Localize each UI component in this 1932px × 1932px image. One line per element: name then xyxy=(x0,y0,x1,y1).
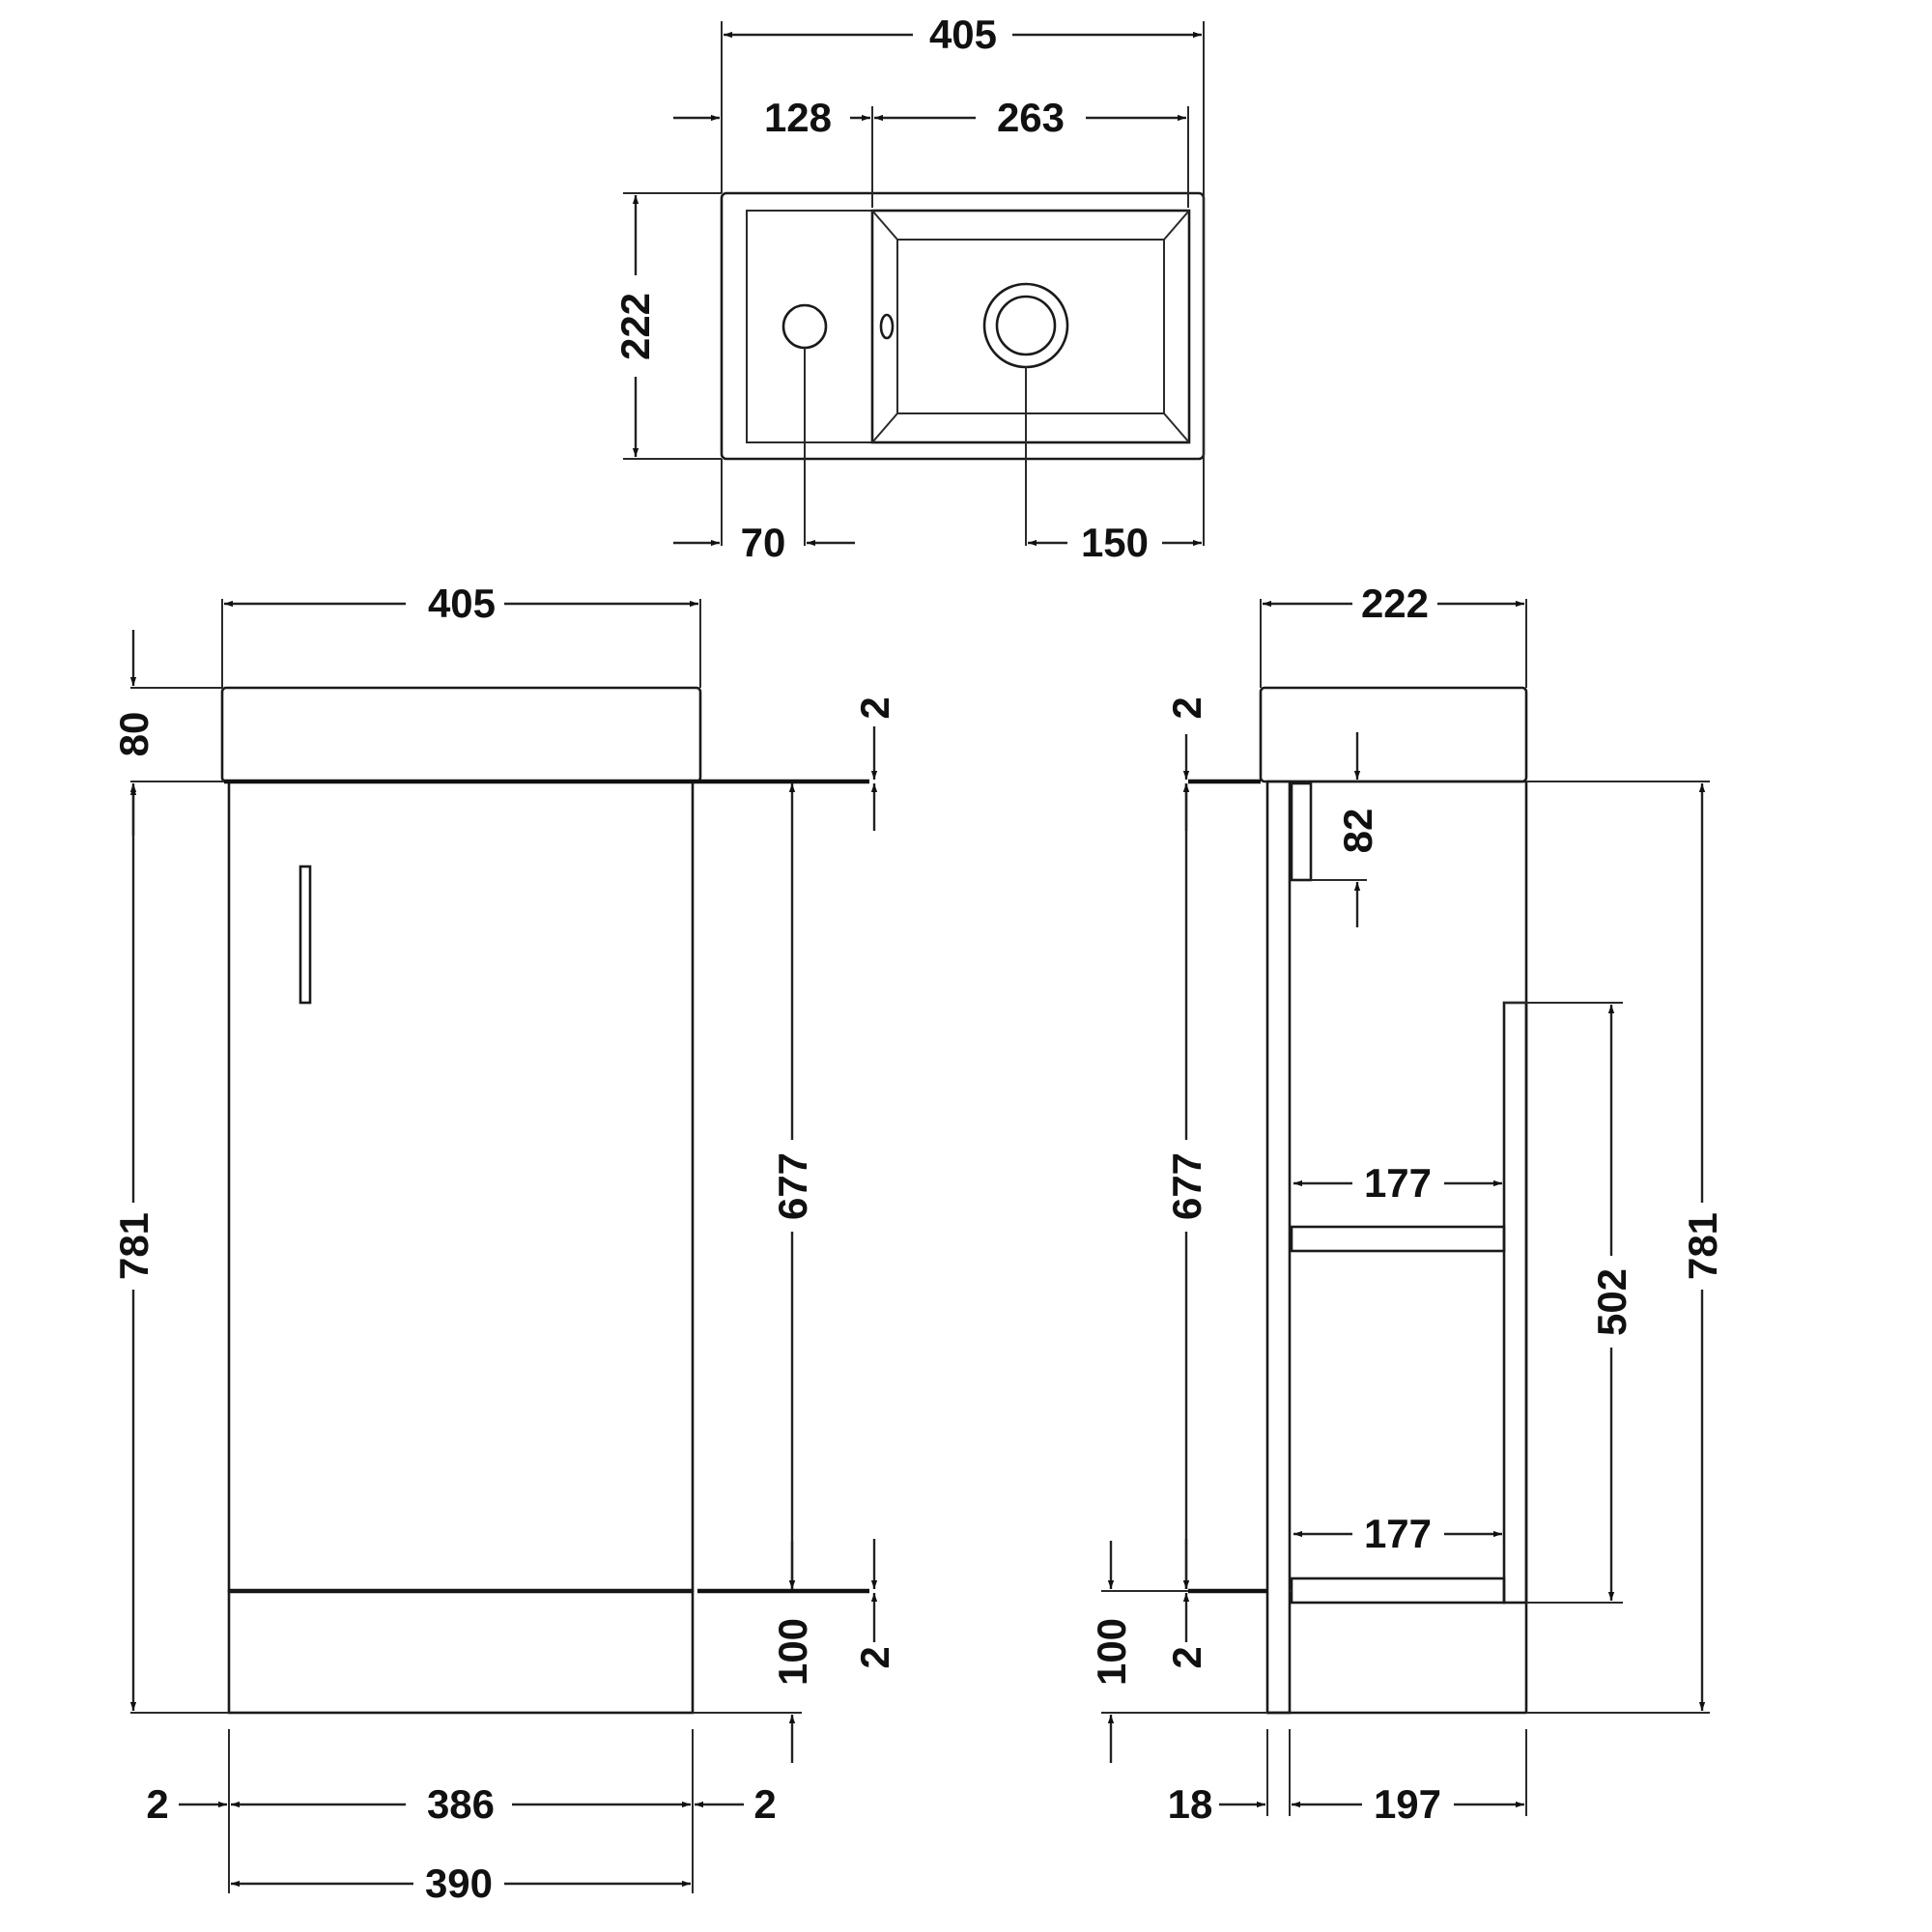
side-lower-shelf xyxy=(1290,1577,1506,1605)
basin-bowl-outer xyxy=(870,209,1191,444)
front-view: 405 80 781 677 2 2 100 2 386 2 xyxy=(111,581,897,1906)
front-door-width-label: 386 xyxy=(427,1781,495,1827)
basin-width-label: 405 xyxy=(929,12,997,57)
basin-depth-label: 222 xyxy=(612,293,658,360)
side-depth-label: 222 xyxy=(1361,581,1429,626)
front-plinth-height-label: 100 xyxy=(770,1618,815,1686)
side-total-height-label: 781 xyxy=(1680,1212,1725,1280)
side-plinth-height-label: 100 xyxy=(1089,1618,1134,1686)
front-door-handle xyxy=(298,865,312,1005)
front-basin xyxy=(220,686,702,783)
side-handle-height-label: 82 xyxy=(1335,809,1380,854)
front-gap-top-label: 2 xyxy=(852,696,897,719)
waste-inner xyxy=(995,295,1057,356)
side-door-height-label: 677 xyxy=(1164,1152,1209,1220)
overflow-slot xyxy=(879,313,895,340)
front-side-gap-right-label: 2 xyxy=(753,1781,776,1827)
front-door xyxy=(227,780,695,1593)
side-lower-shelf-label: 177 xyxy=(1364,1511,1432,1556)
side-door-thickness-label: 18 xyxy=(1168,1781,1213,1827)
side-view: 222 2 82 677 177 177 502 781 100 xyxy=(1089,581,1725,1827)
side-carcass-depth-label: 197 xyxy=(1374,1781,1441,1827)
side-upper-shelf-label: 177 xyxy=(1364,1160,1432,1206)
front-gap-bottom-label: 2 xyxy=(852,1646,897,1668)
basin-outline xyxy=(720,191,1206,461)
tap-deck-width-label: 128 xyxy=(764,95,832,140)
basin-bowl-inner xyxy=(896,239,1165,414)
side-back-panel-label: 502 xyxy=(1589,1268,1634,1336)
side-handle xyxy=(1290,781,1313,882)
tap-offset-label: 70 xyxy=(741,520,786,565)
waste-offset-label: 150 xyxy=(1081,520,1149,565)
side-back-panel xyxy=(1502,1001,1528,1605)
side-upper-shelf xyxy=(1290,1225,1506,1253)
basin-top-view: 405 128 263 222 70 150 xyxy=(612,12,1206,565)
side-gap-bottom-label: 2 xyxy=(1164,1646,1209,1668)
bowl-width-label: 263 xyxy=(997,95,1065,140)
side-door-edge xyxy=(1265,780,1292,1715)
front-side-gap-left-label: 2 xyxy=(146,1781,168,1827)
front-basin-height-label: 80 xyxy=(111,712,156,757)
basin-tap-deck xyxy=(746,210,1190,443)
front-width-label: 405 xyxy=(428,581,496,626)
front-carcass-width-label: 390 xyxy=(425,1861,493,1906)
side-gap-top-label: 2 xyxy=(1164,696,1209,719)
front-total-height-label: 781 xyxy=(111,1212,156,1280)
tap-hole xyxy=(781,303,828,350)
front-plinth xyxy=(227,1589,695,1715)
side-basin xyxy=(1259,686,1528,783)
front-door-height-label: 677 xyxy=(770,1152,815,1220)
